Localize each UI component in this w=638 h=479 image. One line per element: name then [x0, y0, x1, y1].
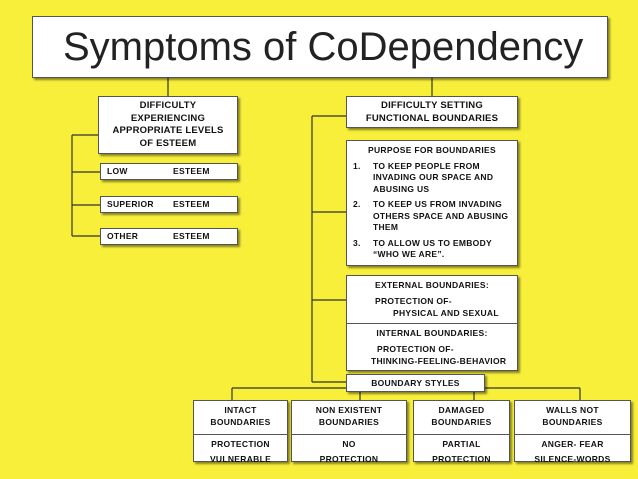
style-name-line: BOUNDARIES: [431, 417, 492, 427]
purpose-item-line: TO ALLOW US TO EMBODY: [373, 237, 493, 248]
purpose-item-number: 1.: [353, 160, 361, 171]
external-boundaries-heading: EXTERNAL BOUNDARIES:: [375, 280, 489, 290]
purpose-item-number: 2.: [353, 199, 361, 209]
style-desc-line: PROTECTION: [211, 439, 270, 449]
esteem-header-line: EXPERIENCING: [130, 112, 206, 124]
style-box-intact: INTACT BOUNDARIES PROTECTION VULNERABLE: [193, 400, 288, 464]
style-desc-line: VULNERABLE: [209, 454, 272, 464]
purpose-item-line: TO KEEP US FROM INVADING: [373, 199, 503, 209]
purpose-item-line: OTHERS SPACE AND ABUSING: [373, 210, 509, 221]
esteem-header-line: DIFFICULTY: [139, 100, 197, 111]
external-boundaries-line: PHYSICAL AND SEXUAL: [393, 308, 499, 318]
purpose-item-line: ABUSING US: [373, 183, 430, 194]
internal-boundaries-section: INTERNAL BOUNDARIES: PROTECTION OF- THIN…: [347, 323, 517, 371]
style-name-line: NON EXISTENT: [315, 405, 383, 415]
style-box-non-existent: NON EXISTENT BOUNDARIES NO PROTECTION: [291, 400, 407, 464]
style-desc-line: NO: [342, 439, 356, 449]
internal-boundaries-line: PROTECTION OF-: [377, 344, 454, 354]
external-boundaries-line: PROTECTION OF-: [375, 296, 452, 306]
esteem-item-low: LOW ESTEEM: [100, 163, 238, 180]
page-title: Symptoms of CoDependency: [32, 16, 608, 78]
internal-boundaries-heading: INTERNAL BOUNDARIES:: [376, 328, 488, 338]
external-boundaries-section: EXTERNAL BOUNDARIES: PROTECTION OF- PHYS…: [347, 276, 517, 323]
style-name-line: BOUNDARIES: [318, 417, 380, 427]
esteem-item-value: ESTEEM: [173, 231, 210, 241]
purpose-item-number: 3.: [353, 237, 361, 248]
style-box-damaged: DAMAGED BOUNDARIES PARTIAL PROTECTION: [413, 400, 510, 464]
purpose-item: 1. TO KEEP PEOPLE FROM INVADING OUR SPAC…: [353, 161, 511, 196]
boundaries-header-line: DIFFICULTY SETTING: [381, 100, 483, 111]
internal-boundaries-line: THINKING-FEELING-BEHAVIOR: [371, 356, 507, 366]
style-name-line: BOUNDARIES: [542, 417, 603, 427]
esteem-item-label: OTHER: [107, 231, 139, 241]
purpose-heading: PURPOSE FOR BOUNDARIES: [368, 145, 496, 155]
style-desc-line: SILENCE-WORDS: [534, 454, 611, 464]
style-name-line: BOUNDARIES: [210, 417, 271, 427]
esteem-header-box: DIFFICULTY EXPERIENCING APPROPRIATE LEVE…: [98, 96, 238, 154]
purpose-item-line: THEM: [373, 222, 399, 232]
boundaries-header-box: DIFFICULTY SETTING FUNCTIONAL BOUNDARIES: [346, 96, 518, 128]
esteem-item-value: ESTEEM: [173, 199, 210, 209]
esteem-header-line: APPROPRIATE LEVELS: [112, 125, 224, 136]
style-name-line: WALLS NOT: [546, 405, 599, 415]
purpose-box: PURPOSE FOR BOUNDARIES 1. TO KEEP PEOPLE…: [346, 140, 518, 266]
purpose-item-line: “WHO WE ARE”.: [373, 249, 445, 259]
purpose-item: 3. TO ALLOW US TO EMBODY “WHO WE ARE”.: [353, 238, 511, 261]
style-name-line: INTACT: [224, 405, 257, 415]
style-desc-line: PROTECTION: [432, 454, 491, 464]
purpose-item-line: TO KEEP PEOPLE FROM: [373, 160, 480, 171]
style-name-line: DAMAGED: [438, 405, 485, 415]
style-desc-line: PROTECTION: [319, 454, 379, 464]
purpose-item: 2. TO KEEP US FROM INVADING OTHERS SPACE…: [353, 199, 511, 234]
esteem-item-label: LOW: [107, 166, 128, 176]
style-desc-line: PARTIAL: [442, 439, 481, 449]
style-box-walls: WALLS NOT BOUNDARIES ANGER- FEAR SILENCE…: [514, 400, 631, 464]
boundary-styles-label: BOUNDARY STYLES: [346, 374, 485, 392]
esteem-item-superior: SUPERIOR ESTEEM: [100, 196, 238, 213]
purpose-item-line: INVADING OUR SPACE AND: [373, 172, 494, 182]
boundaries-header-line: FUNCTIONAL BOUNDARIES: [365, 112, 499, 124]
esteem-item-other: OTHER ESTEEM: [100, 228, 238, 245]
esteem-item-value: ESTEEM: [173, 166, 210, 176]
boundaries-types-box: EXTERNAL BOUNDARIES: PROTECTION OF- PHYS…: [346, 275, 518, 371]
esteem-header-line: OF ESTEEM: [139, 137, 197, 149]
style-desc-line: ANGER- FEAR: [541, 439, 604, 449]
esteem-item-label: SUPERIOR: [107, 199, 154, 209]
